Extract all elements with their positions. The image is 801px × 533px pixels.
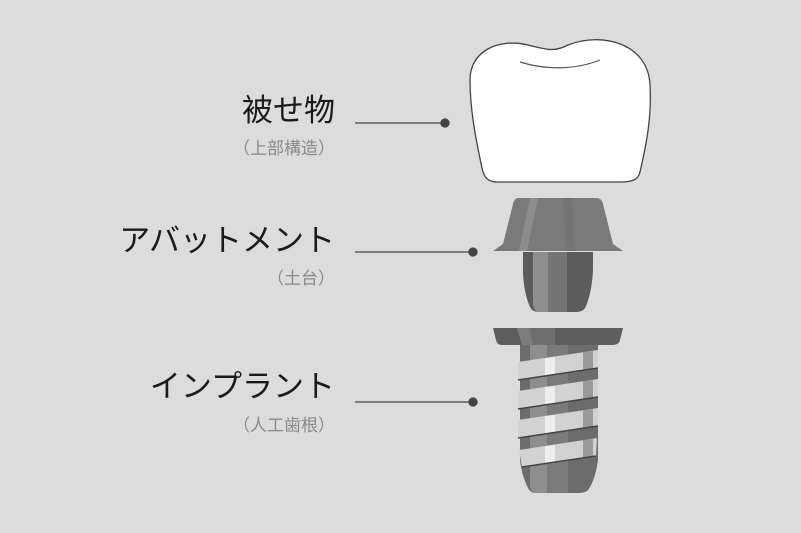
crown-illustration — [469, 39, 651, 183]
abutment-sublabel: （土台） — [267, 269, 335, 289]
crown-sublabel: （上部構造） — [233, 139, 335, 159]
abutment-leader-dot — [468, 247, 478, 257]
implant-sublabel: （人工歯根） — [233, 416, 335, 436]
crown-leader-dot — [440, 118, 450, 128]
implant-label: インプラント — [149, 369, 335, 405]
crown-label: 被せ物 — [242, 93, 335, 129]
implant-threads — [517, 350, 599, 468]
abutment-label: アバットメント — [119, 223, 335, 259]
abutment-illustration — [493, 198, 623, 312]
leader-lines — [355, 118, 478, 407]
implant-leader-dot — [468, 397, 478, 407]
implant-illustration — [493, 328, 623, 493]
